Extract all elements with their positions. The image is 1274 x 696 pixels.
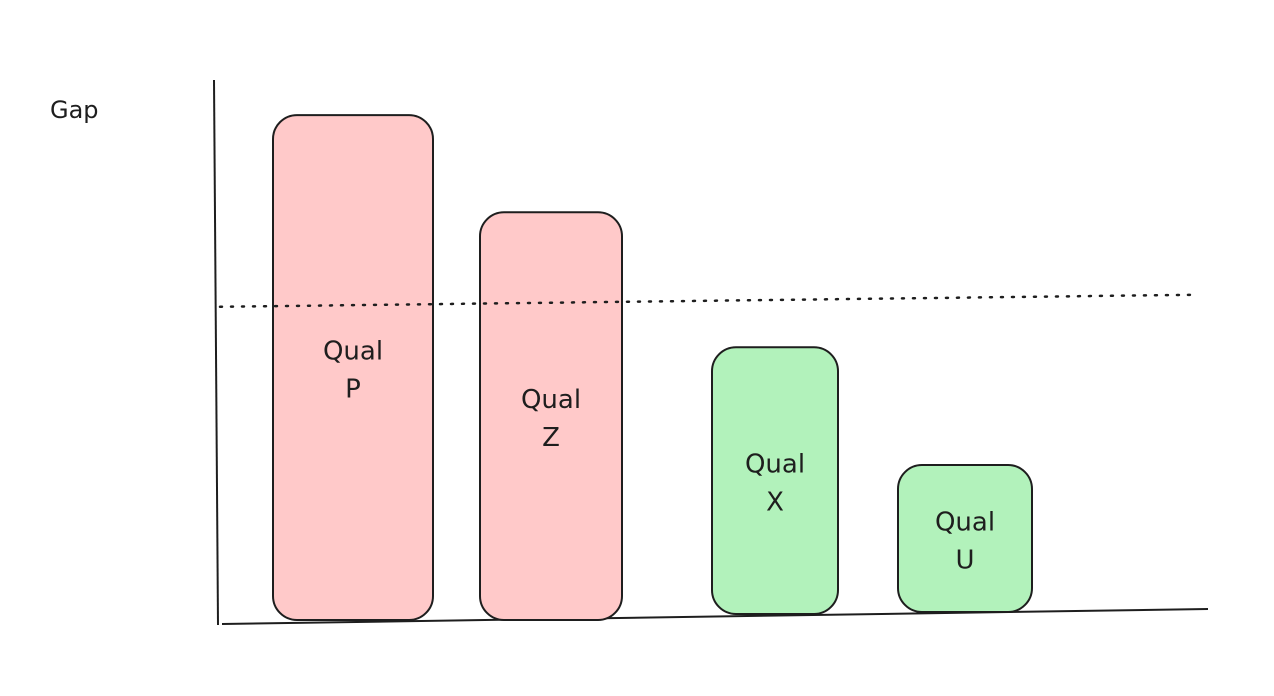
bar-qual-x xyxy=(711,346,839,615)
bar-label: P xyxy=(345,375,361,405)
bar-qual-u xyxy=(897,464,1033,613)
x-axis xyxy=(221,608,1209,625)
bar-label: Qual xyxy=(745,450,805,480)
bar-label: Qual xyxy=(521,385,581,415)
threshold-line xyxy=(218,293,1194,309)
bar-label: Qual xyxy=(935,508,995,538)
bar-qual-z xyxy=(479,211,623,622)
y-axis-label: Gap xyxy=(50,96,99,124)
bar-label: U xyxy=(955,546,974,576)
y-axis xyxy=(213,79,219,626)
bar-label: X xyxy=(766,488,784,518)
bar-label: Qual xyxy=(323,337,383,367)
bar-label: Z xyxy=(542,423,560,453)
bar-qual-p xyxy=(272,114,434,621)
